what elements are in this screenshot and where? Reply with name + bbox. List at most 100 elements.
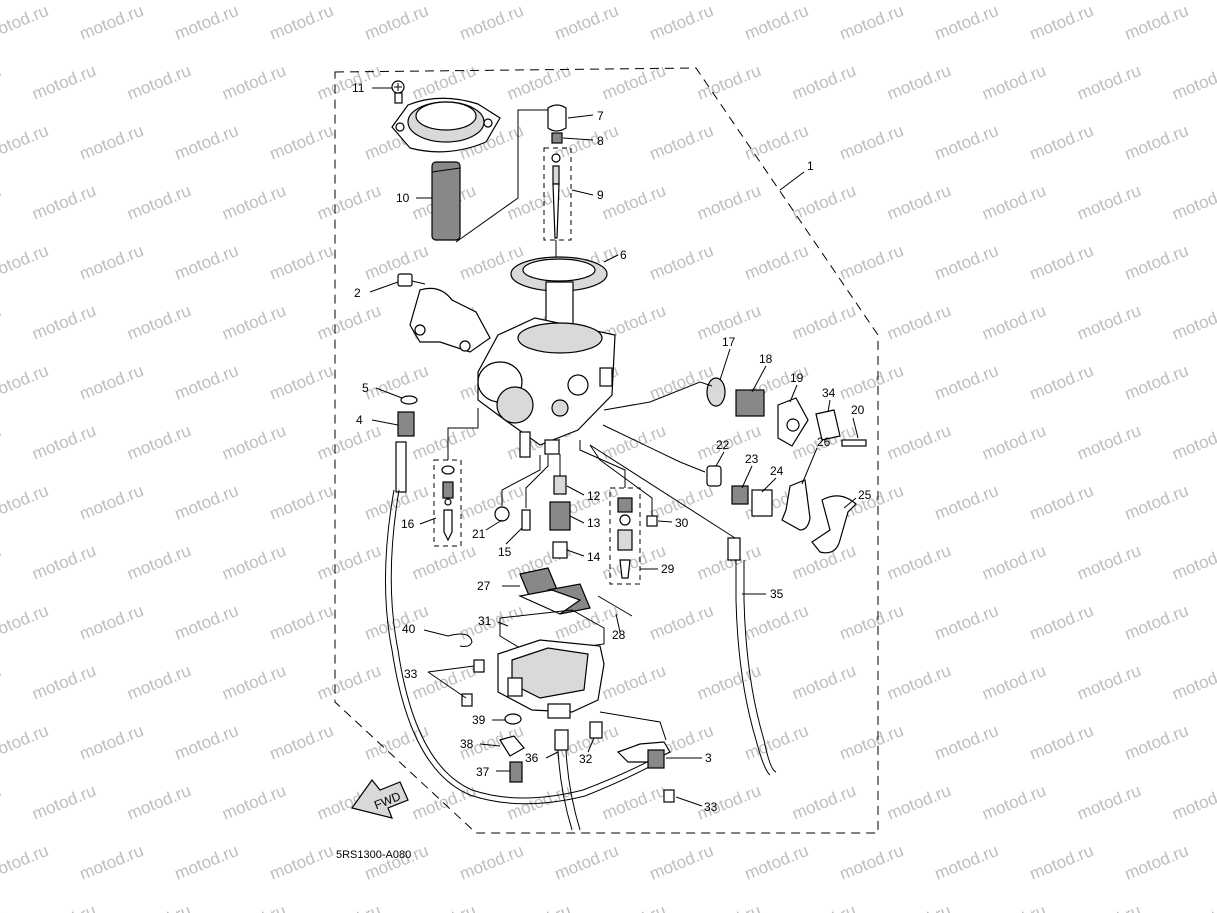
callout-22: 22 [716, 438, 730, 452]
watermark-text: motod.ru [219, 421, 288, 464]
watermark-text: motod.ru [884, 901, 953, 913]
watermark-text: motod.ru [409, 541, 478, 584]
watermark-text: motod.ru [789, 181, 858, 224]
watermark-text: motod.ru [77, 241, 146, 284]
watermark-text: motod.ru [837, 841, 906, 884]
watermark-text: motod.ru [409, 421, 478, 464]
watermark-text: motod.ru [172, 721, 241, 764]
callout-33-lower: 33 [704, 800, 718, 814]
watermark-text: motod.ru [932, 1, 1001, 44]
watermark-text: motod.ru [77, 1, 146, 44]
watermark-text: motod.ru [0, 781, 4, 824]
watermark-text: motod.ru [409, 61, 478, 104]
watermark-text: motod.ru [0, 661, 4, 704]
watermark-text: motod.ru [1169, 421, 1217, 464]
watermark-text: motod.ru [932, 361, 1001, 404]
watermark-text: motod.ru [314, 301, 383, 344]
watermark-text: motod.ru [314, 901, 383, 913]
watermark-text: motod.ru [789, 781, 858, 824]
watermark-text: motod.ru [1169, 181, 1217, 224]
watermark-text: motod.ru [647, 241, 716, 284]
watermark-text: motod.ru [647, 601, 716, 644]
watermark-text: motod.ru [29, 781, 98, 824]
callout-12: 12 [587, 489, 601, 503]
callout-30: 30 [675, 516, 689, 530]
watermark-text: motod.ru [124, 421, 193, 464]
callout-layer: 1 2 3 4 5 6 7 8 9 10 11 12 13 14 15 16 1… [352, 81, 872, 814]
watermark-text: motod.ru [172, 1, 241, 44]
callout-18: 18 [759, 352, 773, 366]
watermark-text: motod.ru [29, 541, 98, 584]
watermark-text: motod.ru [314, 541, 383, 584]
watermark-text: motod.ru [77, 601, 146, 644]
watermark-text: motod.ru [789, 61, 858, 104]
float-bowl [497, 609, 605, 719]
watermark-text: motod.ru [979, 781, 1048, 824]
watermark-text: motod.ru [314, 61, 383, 104]
watermark-text: motod.ru [29, 901, 98, 913]
watermark-text: motod.ru [29, 301, 98, 344]
watermark-text: motod.ru [29, 421, 98, 464]
bracket-group [397, 273, 491, 353]
watermark-text: motod.ru [362, 361, 431, 404]
callout-13: 13 [587, 516, 601, 530]
watermark-text: motod.ru [0, 61, 4, 104]
watermark-text: motod.ru [219, 301, 288, 344]
watermark-text: motod.ru [742, 1, 811, 44]
callout-36: 36 [525, 751, 539, 765]
watermark-text: motod.ru [1027, 121, 1096, 164]
watermark-text: motod.ru [219, 781, 288, 824]
watermark-text: motod.ru [77, 481, 146, 524]
callout-11: 11 [352, 81, 365, 95]
watermark-text: motod.ru [362, 1, 431, 44]
watermark-text: motod.ru [124, 301, 193, 344]
watermark-text: motod.ru [1027, 481, 1096, 524]
watermark-text: motod.ru [1027, 721, 1096, 764]
watermark-text: motod.ru [124, 541, 193, 584]
choke-fittings-group [589, 424, 857, 776]
watermark-text: motod.ru [599, 181, 668, 224]
watermark-text: motod.ru [1169, 661, 1217, 704]
watermark-text: motod.ru [979, 421, 1048, 464]
watermark-text: motod.ru [979, 901, 1048, 913]
watermark-text: motod.ru [884, 541, 953, 584]
watermark-text: motod.ru [884, 301, 953, 344]
watermark-text: motod.ru [219, 661, 288, 704]
watermark-text: motod.ru [1074, 61, 1143, 104]
callout-5: 5 [362, 381, 369, 395]
watermark-text: motod.ru [599, 61, 668, 104]
callout-34: 34 [822, 386, 836, 400]
callout-24: 24 [770, 464, 784, 478]
jets-group [494, 454, 571, 559]
watermark-text: motod.ru [457, 601, 526, 644]
watermark-text: motod.ru [742, 241, 811, 284]
watermark-text: motod.ru [314, 661, 383, 704]
callout-3: 3 [705, 751, 712, 765]
watermark-text: motod.ru [124, 61, 193, 104]
callout-8: 8 [597, 134, 604, 148]
watermark-text: motod.ru [1074, 661, 1143, 704]
watermark-text: motod.ru [837, 721, 906, 764]
watermark-text: motod.ru [599, 901, 668, 913]
assembly-frame [334, 67, 879, 834]
watermark-text: motod.ru [837, 361, 906, 404]
callout-16: 16 [401, 517, 415, 531]
watermark-text: motod.ru [219, 181, 288, 224]
callout-35: 35 [770, 587, 784, 601]
watermark-text: motod.ru [219, 61, 288, 104]
watermark-text: motod.ru [267, 241, 336, 284]
watermark-text: motod.ru [1122, 121, 1191, 164]
watermark-text: motod.ru [29, 661, 98, 704]
watermark-text: motod.ru [789, 901, 858, 913]
watermark-text: motod.ru [647, 121, 716, 164]
watermark-text: motod.ru [789, 661, 858, 704]
watermark-text: motod.ru [1027, 841, 1096, 884]
watermark-text: motod.ru [124, 181, 193, 224]
watermark-text: motod.ru [1027, 601, 1096, 644]
watermark-text: motod.ru [1027, 241, 1096, 284]
callout-4: 4 [356, 413, 363, 427]
watermark-text: motod.ru [124, 661, 193, 704]
watermark-text: motod.ru [979, 541, 1048, 584]
watermark-text: motod.ru [979, 301, 1048, 344]
watermark-text: motod.ru [884, 661, 953, 704]
